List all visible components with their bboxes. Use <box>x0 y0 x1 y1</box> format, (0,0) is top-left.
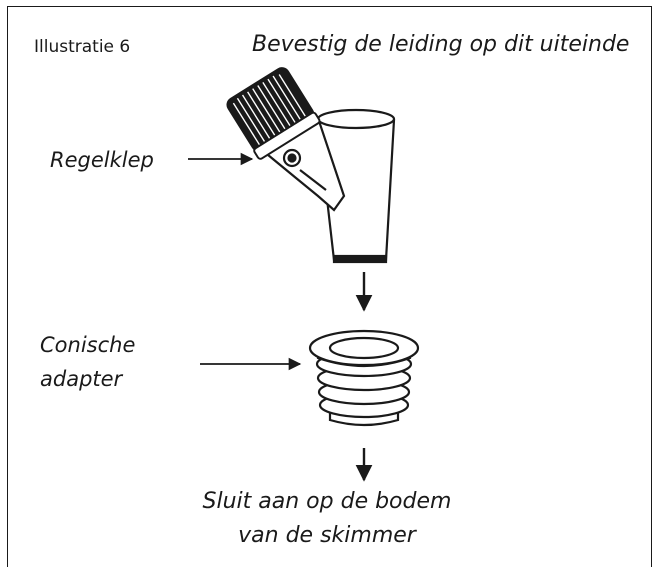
adapter-label-line-1: Conische <box>40 333 136 357</box>
bottom-note-line-2: van de skimmer <box>238 523 416 548</box>
conical-adapter <box>308 329 420 427</box>
valve-label: Regelklep <box>50 148 154 172</box>
fitting-body <box>316 108 396 264</box>
top-note: Bevestig de leiding op dit uiteinde <box>252 32 630 57</box>
adapter-label-line-2: adapter <box>40 367 123 391</box>
illustration-frame <box>7 6 652 567</box>
control-valve-knob <box>226 67 321 160</box>
bottom-note-line-1: Sluit aan op de bodem <box>202 489 452 514</box>
illustration-label: Illustratie 6 <box>34 37 131 57</box>
